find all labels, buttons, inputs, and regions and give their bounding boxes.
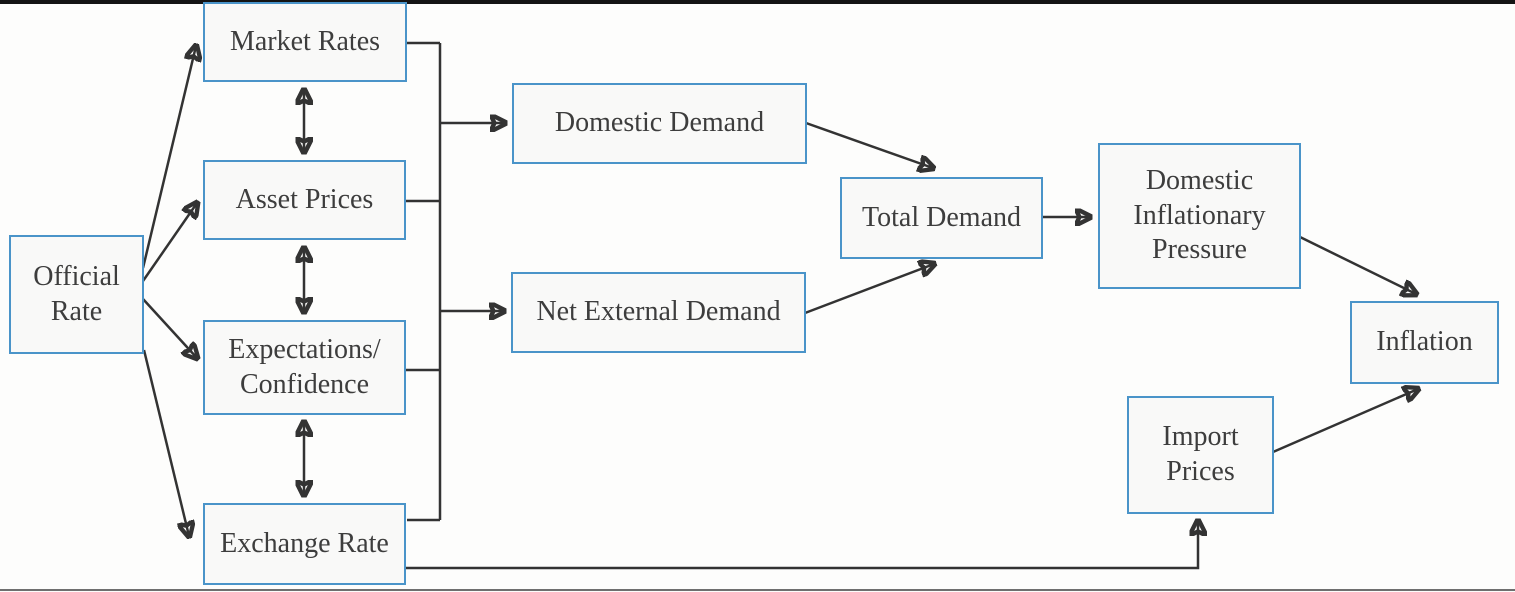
node-asset-prices: Asset Prices [203,160,406,240]
node-net-external-demand: Net External Demand [511,272,806,353]
top-border-bar [0,0,1515,4]
node-total-demand: Total Demand [840,177,1043,259]
edge-pressure-to-inflation [1299,235,1416,294]
node-import-prices: Import Prices [1127,396,1274,514]
edge-official-to-market-rates [141,46,196,269]
node-expectations-confidence: Expectations/ Confidence [203,320,406,415]
edge-import-prices-to-inflation [1272,389,1418,454]
edge-official-to-expectations [142,298,197,358]
node-inflation: Inflation [1350,301,1499,384]
bottom-border-line [0,589,1515,591]
edge-domestic-demand-to-total-demand [805,121,933,168]
edge-exchange-rate-to-import-prices [406,521,1198,570]
edge-official-to-asset-prices [141,203,197,282]
node-official-rate: Official Rate [9,235,144,354]
edge-net-external-to-total-demand [804,264,934,315]
node-market-rates: Market Rates [203,2,407,82]
node-exchange-rate: Exchange Rate [203,503,406,585]
node-domestic-inflationary-pressure: Domestic Inflationary Pressure [1098,143,1301,289]
node-domestic-demand: Domestic Demand [512,83,807,164]
edge-official-to-exchange-rate [142,349,189,536]
